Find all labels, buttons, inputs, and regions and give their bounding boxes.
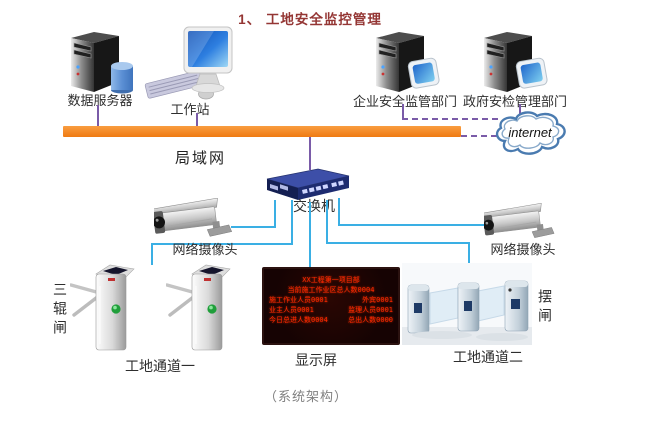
switch-to-camera-right-line-h [338, 224, 488, 226]
government-dept-label: 政府安检管理部门 [462, 94, 567, 109]
lan-to-internet-dashed-line [461, 135, 497, 137]
data-server-to-lan-line [97, 105, 99, 126]
lan-to-switch-line [309, 137, 311, 170]
led-row: 业主人员0001 监理人员0001 [269, 305, 393, 315]
switch-to-channel1-line-v1 [291, 200, 293, 245]
switch-to-camera-left-line-h [231, 226, 276, 228]
enterprise-dept-label: 企业安全监管部门 [352, 94, 457, 109]
switch-to-channel2-line-v2 [468, 242, 470, 270]
enterprise-to-internet-dashed-line [402, 118, 498, 120]
page-title: 1、 工地安全监控管理 [238, 12, 382, 27]
network-camera-right-icon [484, 203, 555, 238]
enterprise-drop-line [402, 104, 404, 120]
site-channel-one-label: 工地通道一 [125, 358, 195, 374]
network-switch-icon [266, 168, 350, 200]
workstation-to-lan-line [196, 113, 198, 126]
led-line-1: XX工程第一项目部 [302, 276, 360, 284]
led-cell: 业主人员0001 [269, 306, 314, 314]
swing-gate-label: 摆闸 [537, 289, 553, 327]
display-screen-label: 显示屏 [295, 352, 337, 368]
camera-right-label: 网络摄像头 [490, 242, 556, 257]
workstation-icon [144, 26, 233, 100]
switch-label: 交换机 [293, 198, 335, 214]
enterprise-dept-icon [376, 32, 440, 92]
network-camera-left-icon [154, 198, 233, 237]
site-channel-two-label: 工地通道二 [453, 349, 523, 365]
tripod-turnstile-label: 三辊闸 [52, 282, 68, 339]
camera-left-label: 网络摄像头 [172, 242, 238, 257]
led-row: 今日总进人数0004 总出人数0000 [269, 315, 393, 325]
workstation-label: 工作站 [170, 102, 210, 117]
system-architecture-caption: （系统架构） [263, 389, 348, 404]
led-cell: 外宾0001 [362, 296, 393, 304]
government-dept-icon [484, 32, 548, 92]
switch-to-camera-left-line-v [274, 200, 276, 228]
switch-to-channel2-line-h [326, 242, 470, 244]
switch-to-channel1-line-v2 [151, 243, 153, 265]
switch-to-camera-right-line-v [338, 198, 340, 226]
internet-cloud-icon [495, 111, 566, 155]
led-line-2: 当前施工作业区总人数0004 [287, 286, 375, 294]
tripod-turnstile-icon [70, 264, 135, 351]
switch-to-channel2-line-v1 [326, 200, 328, 244]
led-cell: 总出人数0000 [348, 316, 393, 324]
data-server-icon [71, 32, 133, 94]
swing-gate-icon [402, 263, 532, 345]
lan-label: 局域网 [175, 150, 227, 167]
switch-to-display-line [309, 202, 311, 269]
led-cell: 监理人员0001 [348, 306, 393, 314]
led-row: 施工作业人员0001 外宾0001 [269, 295, 393, 305]
switch-to-channel1-line-h [151, 243, 293, 245]
led-cell: 今日总进人数0004 [269, 316, 328, 324]
data-server-label: 数据服务器 [67, 93, 133, 108]
lan-bus-bar [63, 126, 461, 137]
internet-label: internet [508, 125, 552, 140]
led-cell: 施工作业人员0001 [269, 296, 328, 304]
tripod-turnstile-icon [166, 264, 231, 351]
led-display-screen: XX工程第一项目部 当前施工作业区总人数0004 施工作业人员0001 外宾00… [262, 267, 400, 345]
